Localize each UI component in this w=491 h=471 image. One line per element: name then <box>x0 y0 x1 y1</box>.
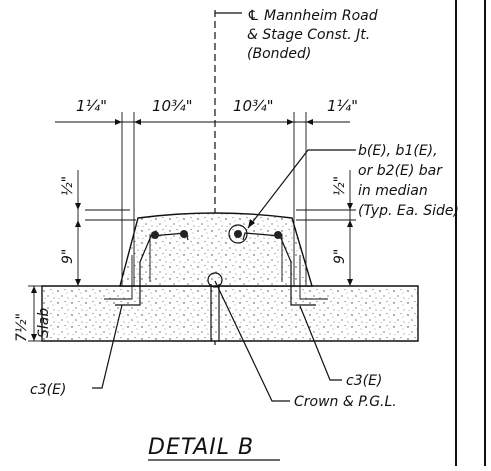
bar-b-median <box>234 230 242 238</box>
dim-right-nine: 9" <box>332 249 348 264</box>
dim-slab-thickness: 7½" <box>14 313 30 342</box>
bar-right-outer <box>274 231 282 239</box>
dim-slab-label: Slab <box>36 308 52 338</box>
detail-title: DETAIL B <box>148 435 254 460</box>
c3-right-label: c3(E) <box>346 373 382 389</box>
dim-left-top-half: ½" <box>60 176 76 196</box>
dim-right-inner: 10¾" <box>233 97 274 115</box>
c3-left-label: c3(E) <box>30 382 66 398</box>
bar-left-outer <box>151 231 159 239</box>
c3-left-leader <box>92 304 123 389</box>
centerline-line3: (Bonded) <box>247 46 311 62</box>
bar-note-line1: b(E), b1(E), <box>358 143 438 159</box>
bar-note-leader <box>247 149 356 229</box>
dim-left-inner: 10¾" <box>152 97 193 115</box>
dim-arrows-left <box>75 203 81 286</box>
bar-left-inner <box>180 230 188 238</box>
dim-left-nine: 9" <box>60 249 76 264</box>
c3-right-leader <box>299 305 342 381</box>
bar-note-line3: in median <box>358 183 428 199</box>
dim-right-outer: 1¼" <box>327 97 358 115</box>
dim-right-top-half: ½" <box>332 176 348 196</box>
bar-note-line4: (Typ. Ea. Side) <box>358 203 459 219</box>
centerline-symbol: ℄ <box>247 8 260 24</box>
bar-note-line2: or b2(E) bar <box>358 163 443 179</box>
centerline-line2: & Stage Const. Jt. <box>247 27 370 43</box>
centerline-line1: Mannheim Road <box>264 8 378 24</box>
bar-b-callout-circle <box>228 224 248 244</box>
c3-bar-right-leg <box>299 255 328 300</box>
bar-note-arrow <box>248 219 255 228</box>
c3-bar-left-leg <box>104 255 133 300</box>
crown-label: Crown & P.G.L. <box>294 394 397 410</box>
c3-bar-right <box>242 232 316 306</box>
crown-point-circle <box>207 272 223 288</box>
dim-left-outer: 1¼" <box>76 97 107 115</box>
crown-leader <box>214 280 290 402</box>
dim-arrows-right <box>347 203 353 286</box>
median-barrier <box>119 212 313 287</box>
